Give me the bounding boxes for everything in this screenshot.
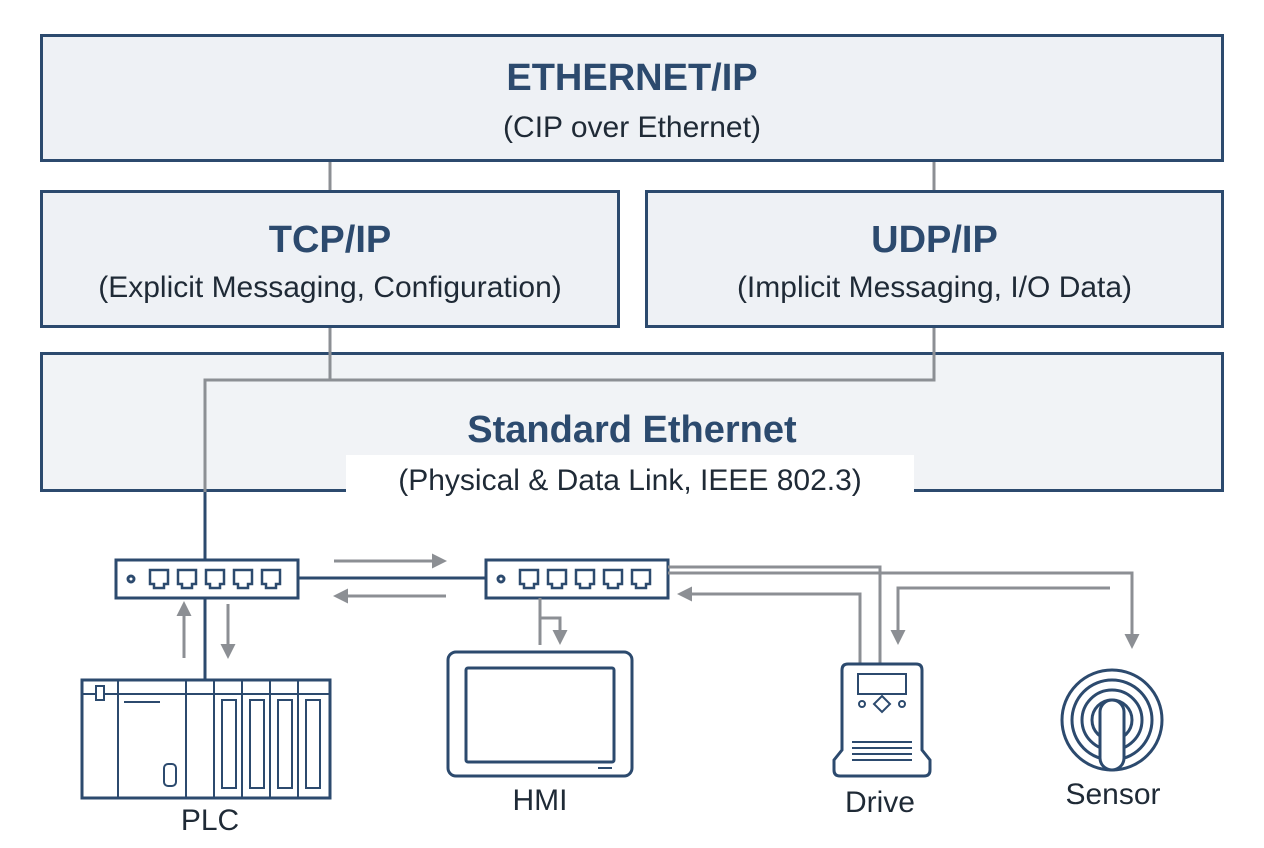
device-connectors	[176, 565, 1140, 680]
drive-return-line	[677, 586, 862, 668]
standard-ethernet-subtitle: (Physical & Data Link, IEEE 802.3)	[346, 455, 914, 507]
standard-ethernet-title: Standard Ethernet	[467, 409, 797, 451]
drive-label: Drive	[844, 786, 915, 819]
tcp-ip-subtitle: (Explicit Messaging, Configuration)	[98, 271, 562, 304]
ethernet-ip-subtitle: (CIP over Ethernet)	[503, 111, 761, 144]
udp-ip-title: UDP/IP	[871, 219, 998, 261]
ethernet-ip-layer: ETHERNET/IP (CIP over Ethernet)	[40, 34, 1224, 162]
layer-connectors	[203, 162, 936, 560]
sensor-to-drive-line	[890, 586, 1110, 645]
plc-icon	[80, 678, 332, 800]
drive-icon	[832, 662, 932, 778]
sensor-icon	[1060, 668, 1164, 772]
udp-ip-subtitle: (Implicit Messaging, I/O Data)	[736, 271, 1133, 304]
tcp-ip-layer: TCP/IP (Explicit Messaging, Configuratio…	[40, 190, 620, 328]
udp-to-ethernet-connector	[203, 328, 936, 560]
switch-to-drive-line	[668, 565, 882, 664]
hmi-label: HMI	[512, 784, 568, 817]
ethernet-ip-title: ETHERNET/IP	[506, 57, 758, 99]
network-switch-icon	[484, 558, 670, 600]
udp-ip-layer: UDP/IP (Implicit Messaging, I/O Data)	[645, 190, 1224, 328]
tcp-ip-title: TCP/IP	[268, 219, 392, 261]
switch-links	[298, 553, 486, 604]
sensor-label: Sensor	[1065, 778, 1161, 811]
plc-label: PLC	[180, 804, 240, 837]
network-switch-icon	[114, 558, 300, 600]
switch-to-sensor-line	[668, 571, 1140, 649]
hmi-panel-icon	[446, 650, 634, 778]
hmi-down-arrow-head	[540, 616, 568, 645]
